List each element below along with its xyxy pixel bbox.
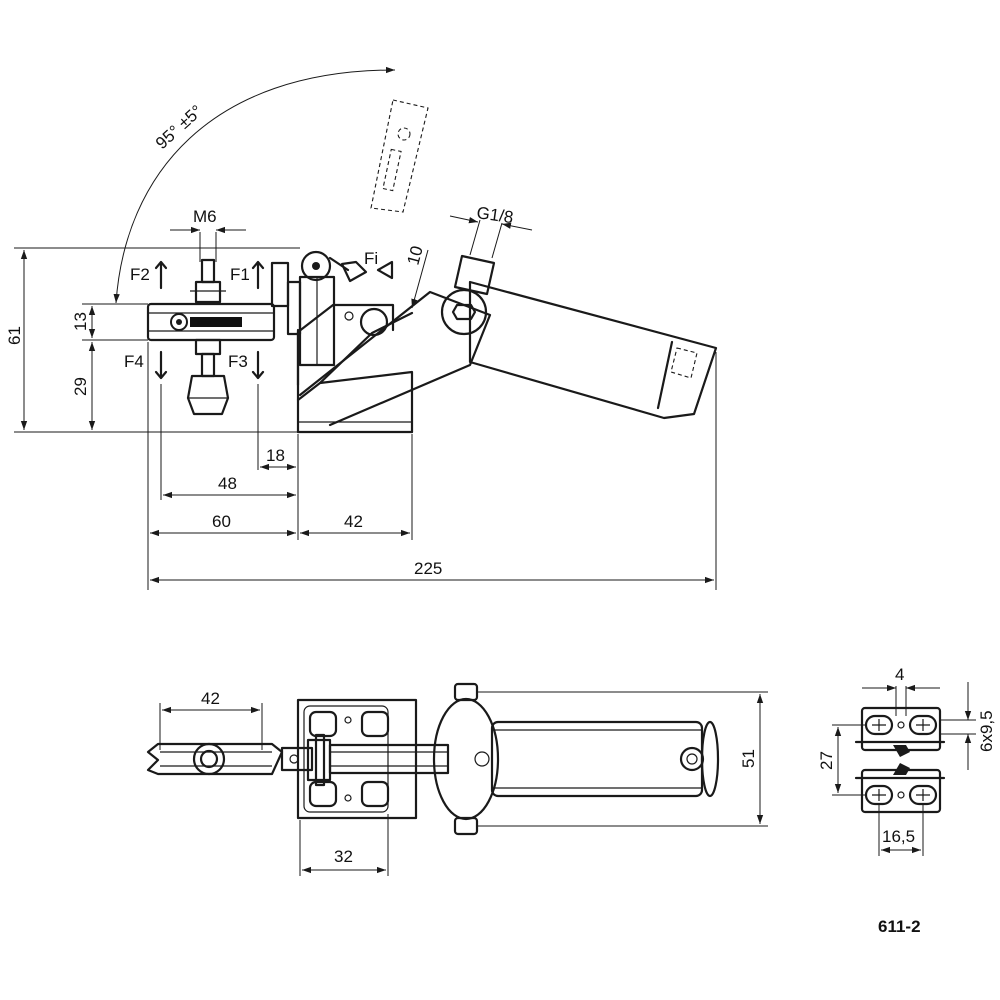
offset-10-label: 10 xyxy=(404,244,427,267)
spindle-bolt xyxy=(186,258,230,416)
spindle-arm: KIPP xyxy=(146,302,276,342)
overall-height-label: 61 xyxy=(5,326,24,345)
top-view: 42 32 51 xyxy=(146,682,768,876)
force-f4-label: F4 xyxy=(124,352,144,371)
force-f3-label: F3 xyxy=(228,352,248,371)
top-base-body xyxy=(296,698,450,820)
drawing-code: 611-2 xyxy=(878,917,921,936)
spacing-label: 16,5 xyxy=(882,827,915,846)
thread-dimension: M6 xyxy=(170,207,246,262)
arm-width-label: 42 xyxy=(201,689,220,708)
clamp-body xyxy=(270,250,395,387)
top-cylinder xyxy=(432,682,720,836)
pneumatic-cylinder xyxy=(453,254,718,420)
logo-text: KIPP xyxy=(197,321,211,327)
horizontal-dimensions: 18 48 60 42 225 xyxy=(147,342,717,590)
offset-10-dimension: 10 xyxy=(404,244,429,309)
opening-angle-arc: 95° ±5° xyxy=(113,66,396,304)
hole-offset-label: 4 xyxy=(895,665,904,684)
holes-label: 6x9,5 xyxy=(977,710,996,752)
pivot-linkage xyxy=(298,288,492,427)
top-spindle-arm xyxy=(146,742,314,776)
force-f2-label: F2 xyxy=(130,265,150,284)
dim-48-label: 48 xyxy=(218,474,237,493)
base-detail-dimensions: 4 6x9,5 27 16,5 xyxy=(817,665,996,856)
open-position-ghost xyxy=(370,99,429,213)
port-dimension: G1/8 xyxy=(449,203,533,259)
spindle-offset-label: 13 xyxy=(71,312,90,331)
force-f1-label: F1 xyxy=(230,265,250,284)
force-arrows: F2 F1 F4 F3 Fi xyxy=(124,249,394,380)
top-view-dimensions: 42 32 51 xyxy=(159,689,768,876)
port-label: G1/8 xyxy=(475,203,514,227)
side-view: 95° ±5° xyxy=(5,66,718,590)
thread-label: M6 xyxy=(193,207,217,226)
angle-label: 95° ±5° xyxy=(152,101,206,153)
height-27-label: 27 xyxy=(817,751,836,770)
vertical-dimensions: 61 13 29 xyxy=(5,247,300,433)
overall-length-label: 225 xyxy=(414,559,442,578)
spindle-height-label: 29 xyxy=(71,377,90,396)
dim-60-label: 60 xyxy=(212,512,231,531)
base-width-label: 32 xyxy=(334,847,353,866)
base-detail-view: 4 6x9,5 27 16,5 xyxy=(817,665,996,856)
dim-42-label: 42 xyxy=(344,512,363,531)
dim-18-label: 18 xyxy=(266,446,285,465)
body-width-label: 51 xyxy=(739,749,758,768)
force-fi-label: Fi xyxy=(364,249,378,268)
